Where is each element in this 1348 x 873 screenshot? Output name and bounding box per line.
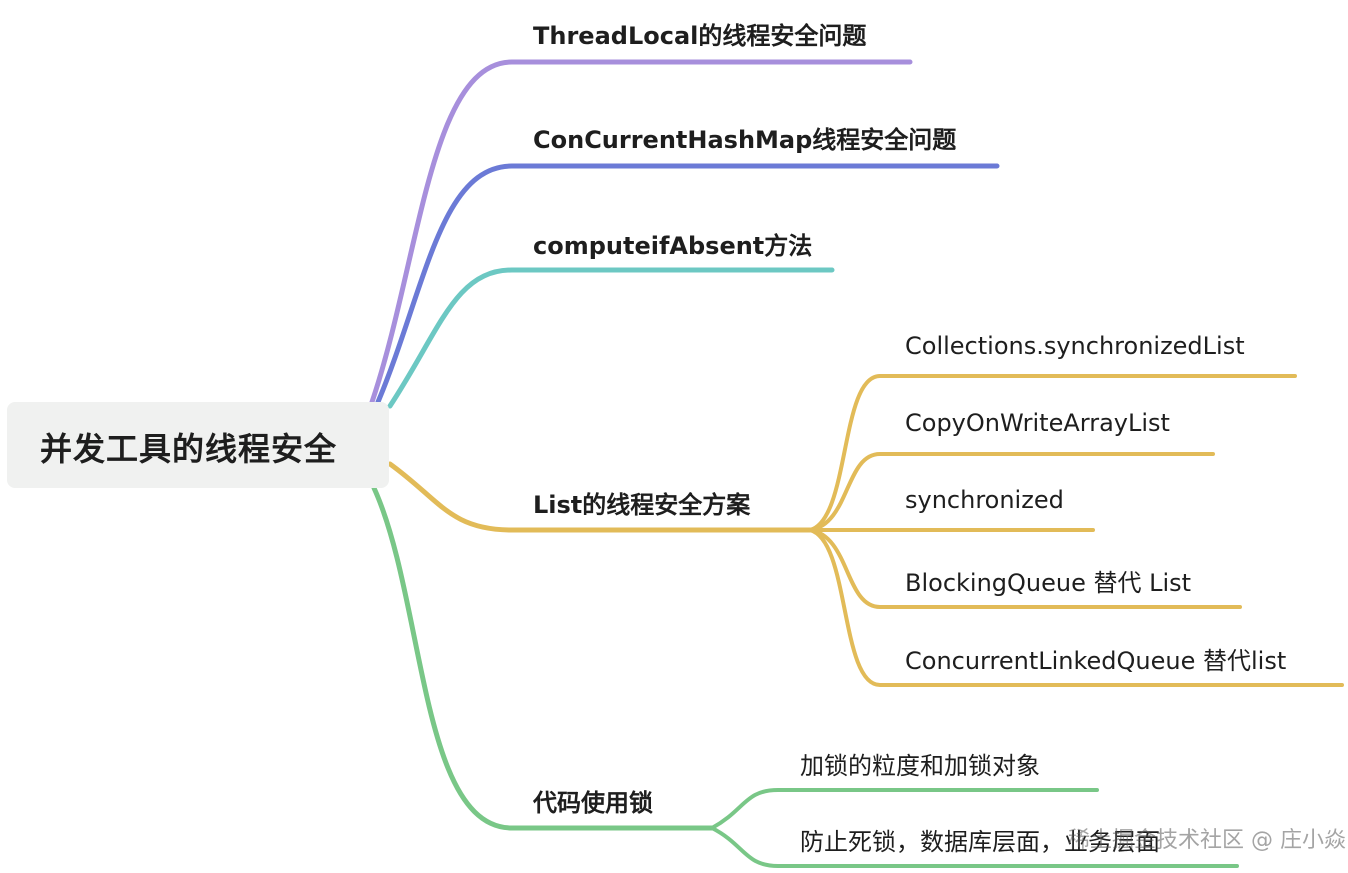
node-concurrenthashmap[interactable]: ConCurrentHashMap线程安全问题 (533, 126, 957, 154)
root-node-label: 并发工具的线程安全 (40, 430, 338, 468)
branch-computeifabsent (387, 267, 835, 409)
node-list-child-3[interactable]: synchronized (905, 486, 1064, 514)
connector-computeifabsent (387, 267, 835, 409)
connector-concurrenthashmap (375, 163, 1000, 405)
connector-list-child-5 (808, 528, 1344, 687)
connector-lock-child-1 (710, 788, 1099, 830)
watermark: 稀土掘金技术社区 @ 庄小焱 (1068, 828, 1346, 853)
node-threadlocal[interactable]: ThreadLocal的线程安全问题 (533, 22, 867, 50)
connector-threadlocal (369, 59, 913, 405)
branch-lock (371, 485, 1239, 868)
node-list-child-5[interactable]: ConcurrentLinkedQueue 替代list (905, 647, 1287, 675)
branch-concurrenthashmap (375, 163, 1000, 405)
node-list-child-2[interactable]: CopyOnWriteArrayList (905, 409, 1170, 437)
node-list-child-4[interactable]: BlockingQueue 替代 List (905, 569, 1192, 597)
connector-list-child-1 (808, 374, 1297, 532)
node-list-safety[interactable]: List的线程安全方案 (533, 491, 751, 519)
connector-lock-child-2 (710, 826, 1239, 868)
node-list-child-1[interactable]: Collections.synchronizedList (905, 332, 1245, 360)
connector-list-child-4 (808, 528, 1242, 609)
root-node[interactable] (7, 402, 389, 488)
connector-lock (371, 485, 715, 831)
branch-list (387, 374, 1344, 687)
node-computeifabsent[interactable]: computeifAbsent方法 (533, 232, 813, 260)
connector-list-child-2 (808, 452, 1215, 532)
node-lock-child-1[interactable]: 加锁的粒度和加锁对象 (800, 752, 1040, 780)
node-code-lock[interactable]: 代码使用锁 (533, 789, 653, 817)
connector-list (387, 461, 813, 533)
branch-threadlocal (369, 59, 913, 405)
node-lock-child-2[interactable]: 防止死锁，数据库层面，业务层面 (800, 828, 1160, 856)
